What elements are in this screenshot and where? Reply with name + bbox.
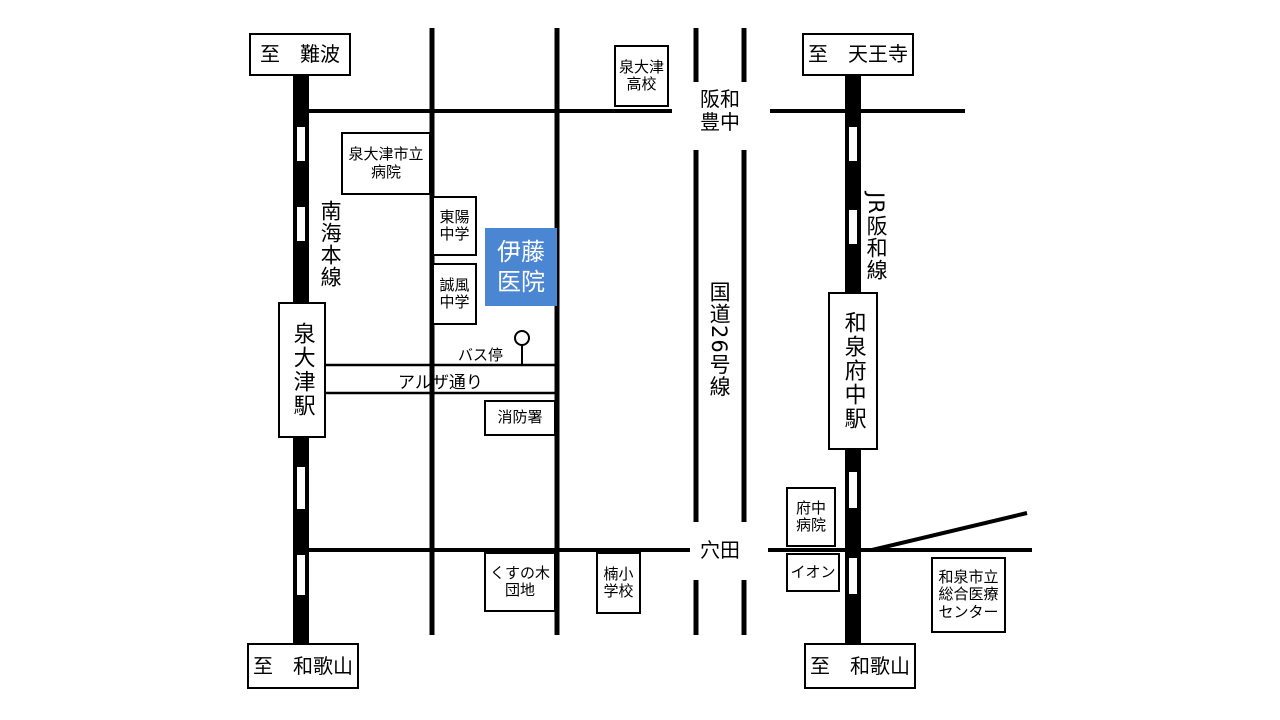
- station-izumiotsu: 泉大津駅: [278, 302, 326, 438]
- landmark-izumiotsu-hs: 泉大津 高校: [614, 45, 669, 107]
- dest-tennoji: 至 天王寺: [802, 33, 914, 76]
- road-label-route26: 国道26号線: [707, 281, 732, 398]
- bus-stop-label: バス停: [458, 346, 504, 364]
- dest-wakayama-left: 至 和歌山: [247, 643, 359, 689]
- bus-stop-icon: [514, 330, 530, 346]
- landmark-aeon: イオン: [786, 553, 840, 592]
- railway-label-jr-hanwa: JR阪和線: [864, 192, 889, 281]
- road-label-aruza: アルザ通り: [398, 373, 483, 393]
- landmark-city-hospital: 泉大津市立 病院: [341, 132, 431, 195]
- dest-wakayama-right: 至 和歌山: [804, 643, 916, 689]
- clinic-label: 伊藤 医院: [497, 238, 545, 296]
- landmark-kusunoki-school: 楠小 学校: [596, 552, 641, 614]
- landmark-fuchu-hospital: 府中 病院: [786, 487, 836, 547]
- road-diagonal: [871, 511, 1028, 552]
- landmark-izumi-medical-center: 和泉市立 総合医療 センター: [931, 557, 1006, 633]
- dest-namba: 至 難波: [249, 33, 351, 76]
- station-izumifuchu: 和泉府中駅: [828, 292, 878, 450]
- clinic-marker: [485, 228, 557, 306]
- railway-nankai-dashes: [297, 127, 305, 595]
- road-label-anada: 穴田: [700, 538, 740, 562]
- railway-jr-hanwa-dashes: [849, 127, 857, 594]
- road-label-hanwa-toyonaka: 阪和 豊中: [700, 87, 740, 134]
- landmark-fire-station: 消防署: [484, 400, 556, 436]
- landmark-toyo-jhs: 東陽 中学: [432, 196, 477, 256]
- landmark-seifu-jhs: 誠風 中学: [432, 263, 477, 325]
- railway-label-nankai: 南海本線: [318, 200, 343, 288]
- landmark-kusunoki-danchi: くすの木 団地: [484, 552, 556, 612]
